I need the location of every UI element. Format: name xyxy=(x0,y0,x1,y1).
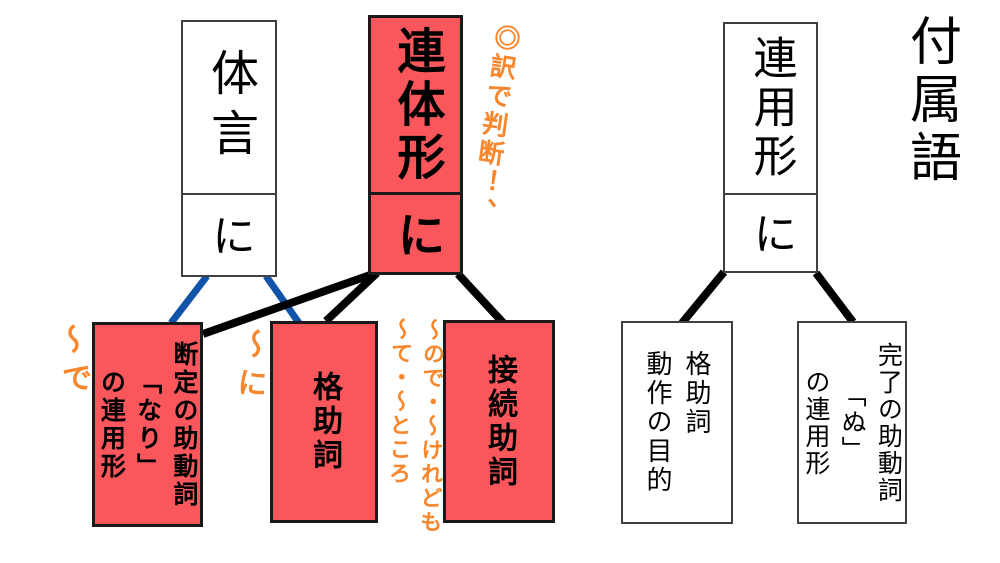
edge-rentaikei-to-kakujoshi xyxy=(323,270,380,324)
node-rentaikei: 連体形 に xyxy=(368,15,463,275)
leaf-kakujoshi-red-label: 格助詞 xyxy=(308,371,341,473)
edge-renyoukei-to-kanryou xyxy=(812,270,857,325)
annotation-setsuzoku-examples: ～ので・～けれども ～て・～ところ xyxy=(381,317,449,535)
leaf-kakujoshi-white: 格助詞 動作の目的 xyxy=(621,321,733,524)
rentaikei-particle-label: に xyxy=(389,209,443,258)
page-title: 付属語 xyxy=(896,14,966,214)
leaf-dantei-nari-label: 断定の助動詞 「なり」 の連用形 xyxy=(97,340,198,509)
node-renyoukei-head: 連用形 xyxy=(725,24,816,195)
edge-rentaikei-to-setsuzoku xyxy=(455,271,511,331)
taigen-label: 体言 xyxy=(203,47,256,168)
leaf-setsuzoku-label: 接続助詞 xyxy=(483,353,516,490)
node-rentaikei-head: 連体形 xyxy=(371,18,460,195)
edge-taigen-to-kakujoshi xyxy=(263,273,302,326)
edge-renyoukei-to-kakujoshi xyxy=(678,269,728,326)
edge-rentaikei-to-dantei xyxy=(201,270,375,338)
annotation-de-text: ～で xyxy=(52,322,93,404)
renyoukei-label: 連用形 xyxy=(746,35,796,182)
leaf-kanryou-nu-label: 完了の助動詞 「ぬ」 の連用形 xyxy=(801,341,903,504)
leaf-dantei-nari: 断定の助動詞 「なり」 の連用形 xyxy=(92,322,203,527)
annotation-ni-text: ～に xyxy=(230,326,271,408)
node-renyoukei-particle: に xyxy=(725,195,816,271)
node-renyoukei: 連用形 に xyxy=(723,22,818,273)
annotation-setsuzoku-examples-text: ～ので・～けれども ～て・～ところ xyxy=(385,317,446,535)
leaf-kakujoshi-red: 格助詞 xyxy=(270,321,378,523)
annotation-ni-example: ～に xyxy=(225,326,276,408)
rentaikei-label: 連体形 xyxy=(389,25,443,185)
annotation-de-example: ～で xyxy=(46,322,98,404)
node-taigen-head: 体言 xyxy=(183,22,275,195)
edge-taigen-to-dantei xyxy=(168,273,210,326)
renyoukei-particle-label: に xyxy=(746,211,796,255)
node-taigen-particle: に xyxy=(183,195,275,275)
leaf-kanryou-nu: 完了の助動詞 「ぬ」 の連用形 xyxy=(797,321,907,524)
leaf-kakujoshi-white-label: 格助詞 動作の目的 xyxy=(643,350,712,495)
node-rentaikei-particle: に xyxy=(371,195,460,272)
page-title-label: 付属語 xyxy=(901,14,960,188)
taigen-particle-label: に xyxy=(205,213,254,257)
node-taigen: 体言 に xyxy=(181,20,277,277)
leaf-setsuzoku: 接続助詞 xyxy=(443,320,555,523)
